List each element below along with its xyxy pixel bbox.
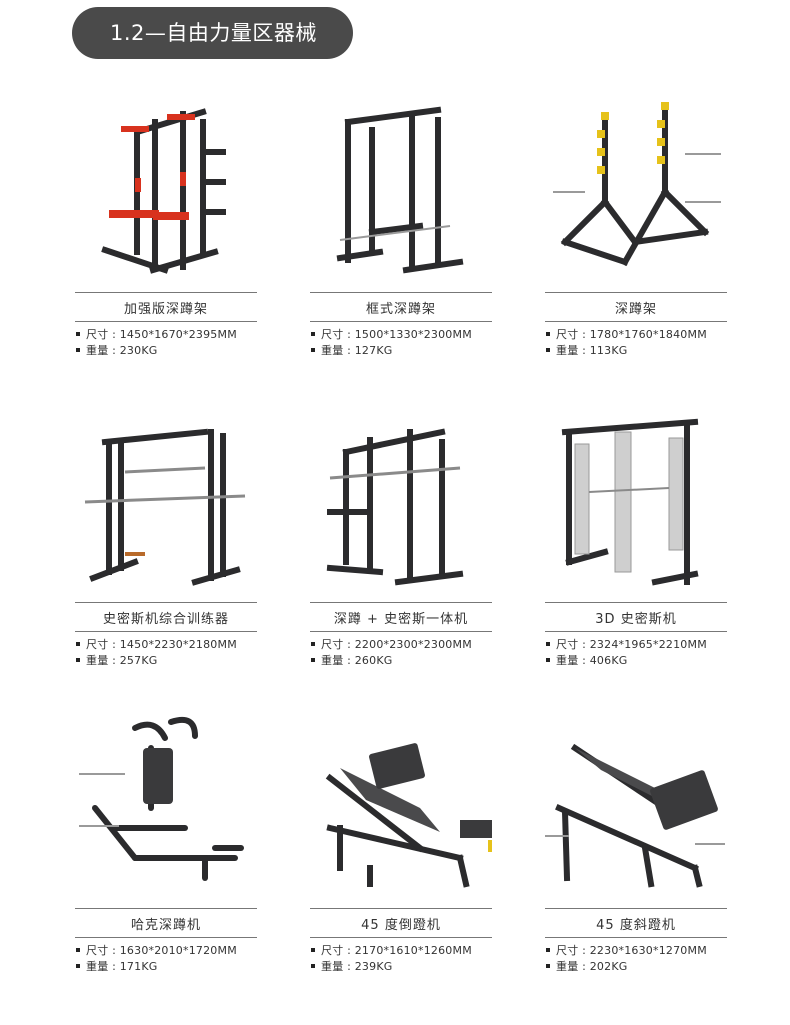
product-image-3d-smith — [545, 402, 727, 592]
product-image-squat-smith-combo — [310, 402, 492, 592]
divider — [75, 631, 257, 632]
bullet-icon — [76, 948, 80, 952]
divider — [545, 602, 727, 603]
divider — [545, 631, 727, 632]
product-weight: 重量 : 239KG — [310, 958, 392, 974]
product-name: 深蹲架 — [614, 302, 657, 317]
divider — [310, 602, 492, 603]
bullet-icon — [76, 332, 80, 336]
divider — [75, 321, 257, 322]
product-name: 45 度倒蹬机 — [361, 918, 441, 933]
product-weight: 重量 : 202KG — [545, 958, 627, 974]
divider — [310, 908, 492, 909]
product-size: 尺寸 : 1630*2010*1720MM — [75, 942, 237, 958]
divider — [75, 908, 257, 909]
divider — [310, 292, 492, 293]
bullet-icon — [76, 642, 80, 646]
product-image-hack-slide-45 — [545, 708, 727, 898]
bullet-icon — [76, 348, 80, 352]
section-title: 1.2—自由力量区器械 — [72, 7, 353, 59]
bullet-icon — [311, 964, 315, 968]
bullet-icon — [311, 348, 315, 352]
product-name: 框式深蹲架 — [365, 302, 436, 317]
bullet-icon — [311, 642, 315, 646]
product-image-power-cage — [310, 92, 492, 282]
bullet-icon — [76, 658, 80, 662]
product-weight: 重量 : 260KG — [310, 652, 392, 668]
product-name: 深蹲 + 史密斯一体机 — [333, 612, 469, 627]
bullet-icon — [546, 332, 550, 336]
bullet-icon — [311, 332, 315, 336]
product-size: 尺寸 : 1450*1670*2395MM — [75, 326, 237, 342]
product-image-smith-machine — [75, 402, 257, 592]
bullet-icon — [311, 658, 315, 662]
divider — [545, 292, 727, 293]
product-image-squat-rack — [545, 92, 727, 282]
divider — [310, 937, 492, 938]
bullet-icon — [546, 658, 550, 662]
product-size: 尺寸 : 2200*2300*2300MM — [310, 636, 472, 652]
divider — [75, 602, 257, 603]
divider — [545, 908, 727, 909]
product-image-half-rack — [75, 92, 257, 282]
product-size: 尺寸 : 2230*1630*1270MM — [545, 942, 707, 958]
product-weight: 重量 : 171KG — [75, 958, 157, 974]
bullet-icon — [546, 948, 550, 952]
product-weight: 重量 : 257KG — [75, 652, 157, 668]
bullet-icon — [546, 642, 550, 646]
divider — [545, 937, 727, 938]
product-name: 加强版深蹲架 — [123, 302, 208, 317]
divider — [75, 292, 257, 293]
divider — [75, 937, 257, 938]
product-size: 尺寸 : 1500*1330*2300MM — [310, 326, 472, 342]
product-size: 尺寸 : 1450*2230*2180MM — [75, 636, 237, 652]
product-size: 尺寸 : 2170*1610*1260MM — [310, 942, 472, 958]
bullet-icon — [311, 948, 315, 952]
product-weight: 重量 : 127KG — [310, 342, 392, 358]
bullet-icon — [76, 964, 80, 968]
product-image-hack-squat — [75, 708, 257, 898]
divider — [545, 321, 727, 322]
product-name: 哈克深蹲机 — [130, 918, 201, 933]
product-name: 3D 史密斯机 — [595, 612, 677, 627]
product-weight: 重量 : 406KG — [545, 652, 627, 668]
product-image-leg-press-45 — [310, 708, 492, 898]
product-weight: 重量 : 113KG — [545, 342, 627, 358]
product-size: 尺寸 : 1780*1760*1840MM — [545, 326, 707, 342]
bullet-icon — [546, 348, 550, 352]
product-name: 45 度斜蹬机 — [596, 918, 676, 933]
product-size: 尺寸 : 2324*1965*2210MM — [545, 636, 707, 652]
product-name: 史密斯机综合训练器 — [102, 612, 229, 627]
divider — [310, 631, 492, 632]
divider — [310, 321, 492, 322]
product-weight: 重量 : 230KG — [75, 342, 157, 358]
bullet-icon — [546, 964, 550, 968]
